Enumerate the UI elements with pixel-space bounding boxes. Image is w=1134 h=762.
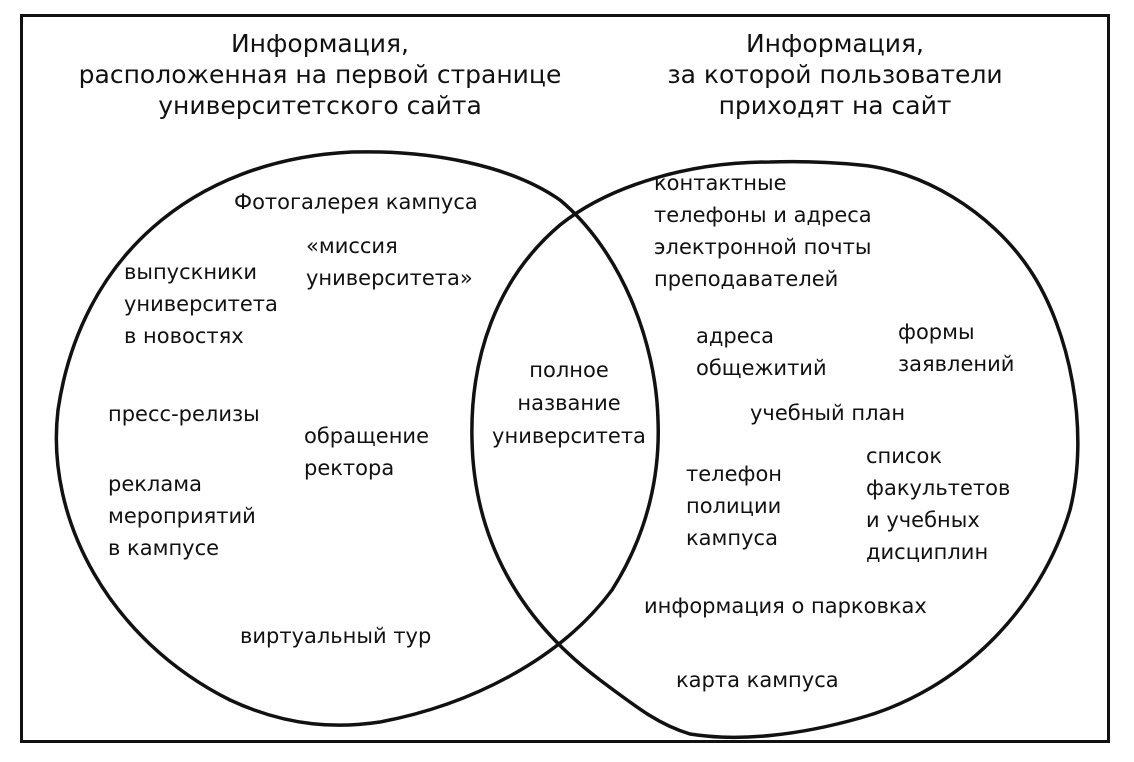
left-title-line: Информация, xyxy=(230,29,409,58)
right-item-campus-police: телефон полиции кампуса xyxy=(686,462,783,550)
right-circle xyxy=(470,159,1080,740)
right-item-parking-info: информация о парковках xyxy=(644,594,927,618)
left-circle xyxy=(54,150,660,727)
right-title-line: приходят на сайт xyxy=(718,91,952,120)
right-set-title: Информация, за которой пользователи прих… xyxy=(600,28,1070,121)
left-item-alumni-news: выпускники университета в новостях xyxy=(124,260,278,348)
left-title-line: расположенная на первой странице xyxy=(78,60,562,89)
right-title-line: Информация, xyxy=(745,29,924,58)
right-title-line: за которой пользователи xyxy=(667,60,1003,89)
right-item-dorm-addresses: адреса общежитий xyxy=(696,324,827,380)
left-item-photo-gallery: Фотогалерея кампуса xyxy=(234,190,478,214)
left-item-virtual-tour: виртуальный тур xyxy=(240,624,432,648)
right-item-faculty-contacts: контактные телефоны и адреса электронной… xyxy=(654,171,872,291)
left-item-press-releases: пресс-релизы xyxy=(108,402,260,426)
intersection-item-full-name: полное название университета xyxy=(492,358,646,448)
right-item-application-forms: формы заявлений xyxy=(898,320,1015,376)
diagram-frame xyxy=(20,14,1110,743)
right-item-campus-map: карта кампуса xyxy=(676,668,839,692)
left-item-mission: «миссия университета» xyxy=(306,234,473,290)
right-item-curriculum: учебный план xyxy=(750,401,906,425)
left-title-line: университетского сайта xyxy=(158,91,482,120)
left-item-rector-address: обращение ректора xyxy=(304,424,429,480)
left-item-event-ads: реклама мероприятий в кампусе xyxy=(108,472,256,560)
right-item-faculties-list: список факультетов и учебных дисциплин xyxy=(866,444,1011,564)
left-set-title: Информация, расположенная на первой стра… xyxy=(40,28,600,121)
